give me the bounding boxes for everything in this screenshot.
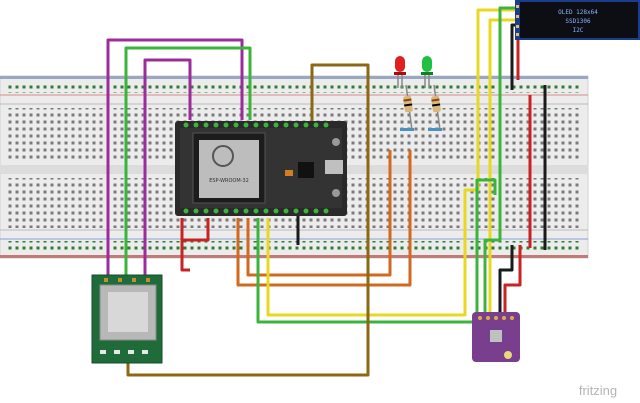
en-button[interactable] <box>332 189 340 197</box>
onboard-chip <box>298 162 314 178</box>
led-red <box>394 56 406 88</box>
wire-red-esp <box>182 218 210 242</box>
resistor-2 <box>431 84 441 131</box>
led-green <box>421 56 433 88</box>
wire-yellow-2 <box>488 18 520 312</box>
power-rail-bottom <box>6 241 580 252</box>
fritzing-logo: fritzing <box>579 383 617 398</box>
boot-button[interactable] <box>332 138 340 146</box>
wire-brown-2 <box>126 265 370 377</box>
chip-label: ESP-WROOM-32 <box>209 178 249 184</box>
wire-orange-2 <box>246 150 392 277</box>
usb-port <box>325 160 343 174</box>
wire-green-2 <box>483 6 520 312</box>
esp32-pins-top <box>183 122 329 128</box>
jumper-blue-2 <box>428 128 442 131</box>
sd-card-module <box>91 274 163 364</box>
esp32-pins-bottom <box>183 208 329 214</box>
wire-purple-1 <box>106 38 244 275</box>
power-rail-top <box>6 82 580 93</box>
oled-line3: I2C <box>573 27 584 34</box>
wire-green-1 <box>256 178 497 324</box>
wire-green-sd <box>124 46 252 275</box>
wire-red-oled <box>516 33 520 80</box>
esp32-board: ESP-WROOM-32 <box>175 121 347 216</box>
resistor-1 <box>403 84 413 131</box>
oled-line1: OLED 128x64 <box>558 9 598 16</box>
wire-black-sensor <box>498 245 514 312</box>
jumper-blue-1 <box>400 128 414 131</box>
oled-line2: SSD1306 <box>565 18 591 25</box>
wire-red-sd <box>180 218 190 272</box>
oled-display: OLED 128x64 SSD1306 I2C <box>515 0 640 40</box>
brand-name: fritzing <box>579 383 617 398</box>
wire-brown-1 <box>310 63 370 265</box>
wire-red-sensor <box>503 245 522 312</box>
bme-sensor-module <box>472 312 520 362</box>
wire-purple-2 <box>143 58 192 275</box>
wire-yellow-1 <box>266 8 520 317</box>
wire-orange-1 <box>236 150 412 287</box>
